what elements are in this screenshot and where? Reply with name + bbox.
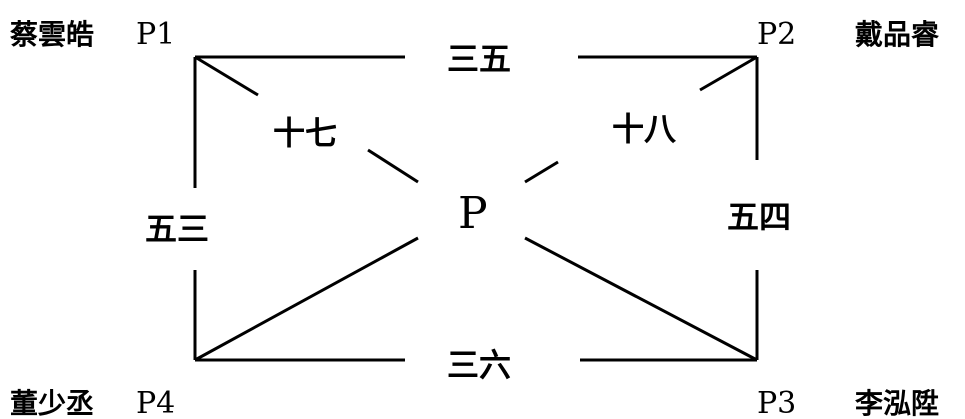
edge-p2-p-lower: [524, 160, 559, 184]
node-p2-id: P2: [757, 17, 796, 52]
edge-p1-p-weight: 十七: [273, 114, 337, 152]
edge-p1-p2-weight: 三五: [447, 40, 511, 78]
node-p3-id: P3: [757, 386, 796, 419]
node-p1-id: P1: [136, 17, 175, 52]
edge-p4-p1-weight: 五三: [145, 210, 209, 248]
edge-p2-p3-weight: 五四: [727, 198, 791, 236]
node-p2-name: 戴品睿: [855, 18, 940, 51]
edge-p2-p-weight: 十八: [612, 110, 677, 148]
edge-p2-p-upper: [699, 55, 758, 92]
edge-p3-p: [524, 236, 758, 362]
node-p1-name: 蔡雲皓: [10, 18, 94, 51]
node-p4-name: 董少丞: [10, 387, 94, 419]
edge-p3-p4-weight: 三六: [447, 346, 511, 384]
node-center-id: P: [458, 188, 488, 239]
node-p4-id: P4: [136, 386, 175, 419]
edge-p4-p: [194, 236, 419, 362]
edge-p1-p-lower: [367, 148, 419, 184]
node-p3-name: 李泓陞: [855, 387, 939, 419]
edge-p1-p-upper: [194, 55, 259, 97]
